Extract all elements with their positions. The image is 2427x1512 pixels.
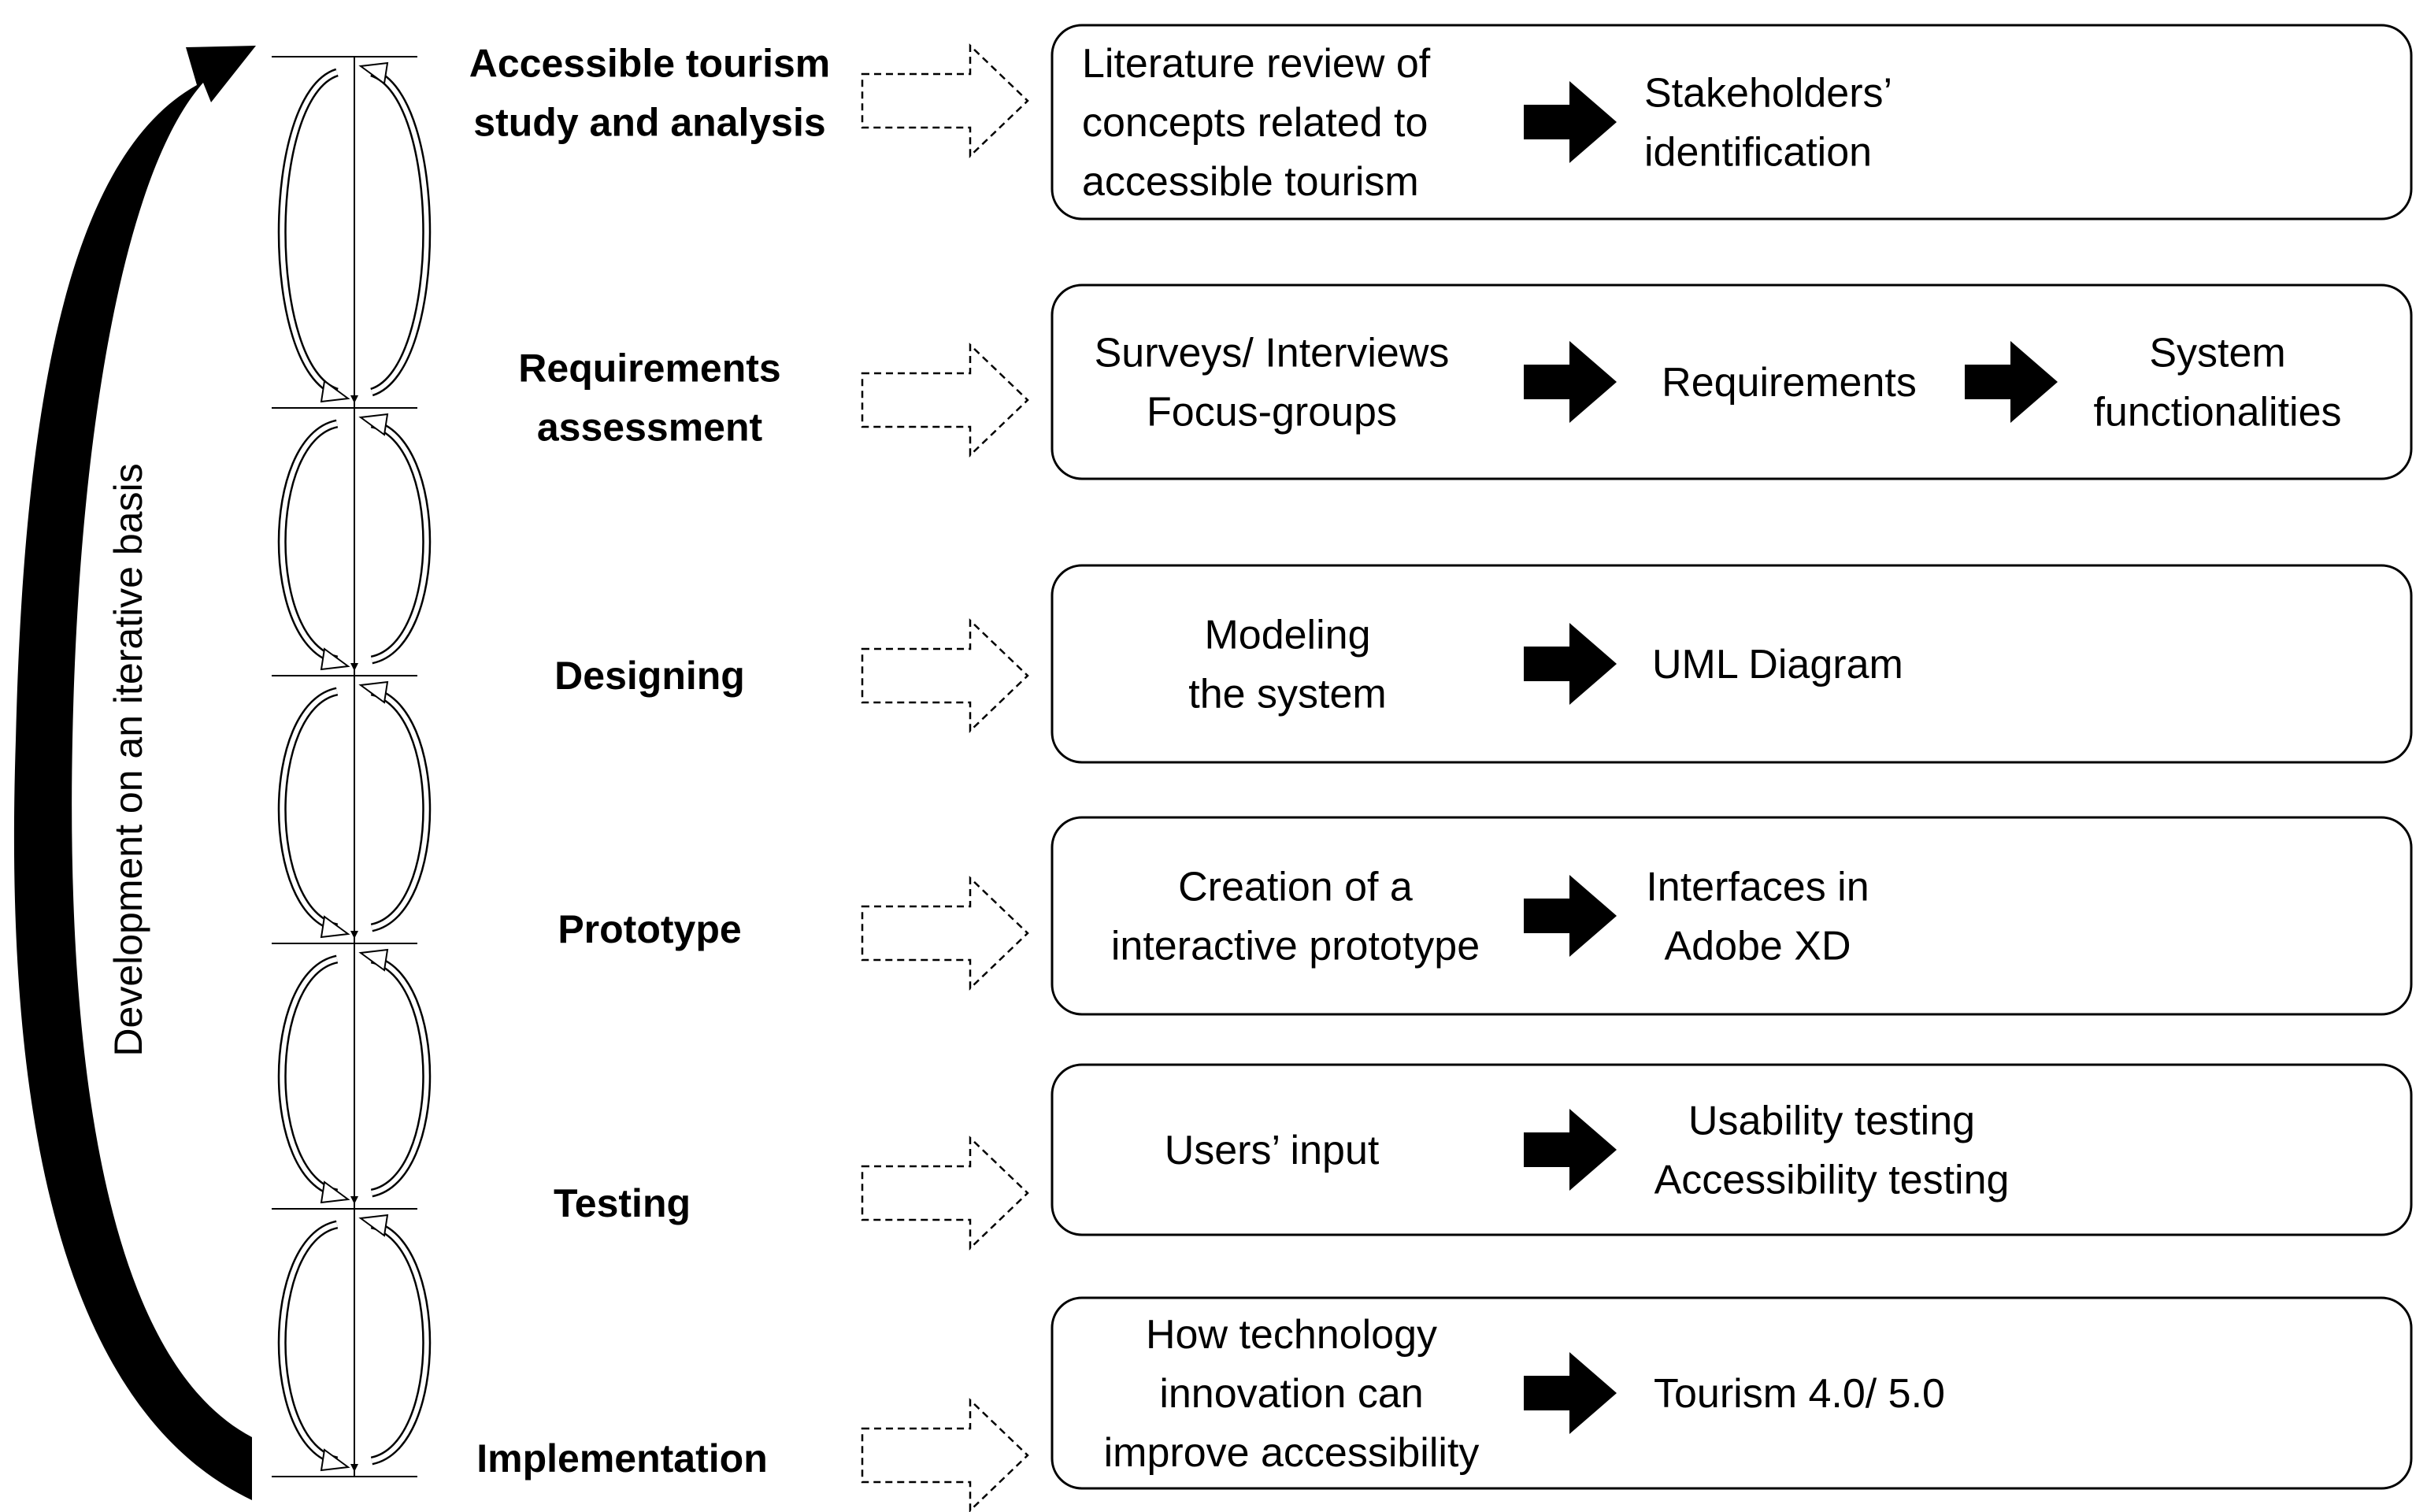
box-text: improve accessibility xyxy=(1104,1430,1480,1476)
stage-label: assessment xyxy=(537,406,763,450)
dashed-flow-arrow xyxy=(861,618,1029,733)
stage-box: Creation of a interactive prototype Interf… xyxy=(1050,816,2413,1016)
box-text: accessible tourism xyxy=(1082,159,1419,205)
stage-box-frame xyxy=(1050,284,2413,480)
box-text: Focus-groups xyxy=(1147,390,1397,435)
dashed-flow-arrow xyxy=(861,43,1029,158)
dashed-flow-arrow xyxy=(861,343,1029,458)
box-text: Creation of a xyxy=(1178,865,1413,910)
stage-label: Testing xyxy=(554,1181,691,1225)
box-text: innovation can xyxy=(1159,1371,1423,1417)
stage-label: Prototype xyxy=(558,907,741,951)
box-text: identification xyxy=(1644,130,1872,176)
box-text: Accessibility testing xyxy=(1654,1158,2010,1203)
box-text: UML Diagram xyxy=(1652,642,1903,687)
iteration-curved-arrow xyxy=(13,46,256,1500)
solid-flow-arrow xyxy=(1965,341,2058,423)
iteration-loop xyxy=(277,1214,432,1472)
stage-label: Requirements xyxy=(518,346,780,391)
solid-flow-arrow xyxy=(1524,81,1617,163)
box-text: functionalities xyxy=(2093,390,2341,435)
stage-box-frame xyxy=(1050,24,2413,220)
box-text: Usability testing xyxy=(1688,1099,1975,1144)
solid-flow-arrow xyxy=(1524,1352,1617,1434)
box-text: Adobe XD xyxy=(1664,924,1851,969)
iteration-loop xyxy=(277,413,432,671)
stage-box-frame xyxy=(1050,1296,2413,1490)
stage-label: Implementation xyxy=(476,1436,767,1480)
box-text: concepts related to xyxy=(1082,100,1428,146)
iteration-loop xyxy=(277,948,432,1204)
box-text: Interfaces in xyxy=(1646,865,1869,910)
box-text: Users’ input xyxy=(1165,1128,1380,1173)
box-text: Literature review of xyxy=(1082,41,1431,87)
box-text: System xyxy=(2149,331,2285,376)
box-text: How technology xyxy=(1146,1312,1437,1358)
box-text: Requirements xyxy=(1662,360,1917,406)
solid-flow-arrow xyxy=(1524,623,1617,705)
solid-flow-arrow xyxy=(1524,341,1617,423)
stage-label: Accessible tourism xyxy=(469,42,831,86)
stage-box-frame xyxy=(1050,816,2413,1016)
stage-box: Literature review of concepts related to a… xyxy=(1050,24,2413,220)
stage-box: How technology innovation can improve acce… xyxy=(1050,1296,2413,1490)
box-text: Stakeholders’ xyxy=(1644,71,1892,117)
side-label: Development on an iterative basis xyxy=(106,463,150,1056)
solid-flow-arrow xyxy=(1524,875,1617,957)
box-text: Modeling xyxy=(1204,613,1370,658)
iteration-loop xyxy=(277,680,432,939)
stage-label: study and analysis xyxy=(473,101,825,145)
stage-box: Modeling the system UML Diagram xyxy=(1050,564,2413,764)
stage-label: Designing xyxy=(554,654,745,698)
dashed-flow-arrow xyxy=(861,1398,1029,1512)
iteration-loop xyxy=(277,61,432,403)
solid-flow-arrow xyxy=(1524,1109,1617,1191)
dashed-flow-arrow xyxy=(861,876,1029,991)
box-text: Surveys/ Interviews xyxy=(1095,331,1450,376)
dashed-flow-arrow xyxy=(861,1136,1029,1251)
stage-box-frame xyxy=(1050,564,2413,764)
box-text: the system xyxy=(1188,672,1386,717)
box-text: interactive prototype xyxy=(1111,924,1480,969)
box-text: Tourism 4.0/ 5.0 xyxy=(1654,1371,1945,1417)
stage-box: Users’ input Usability testingAccessibili… xyxy=(1050,1063,2413,1236)
stage-box-frame xyxy=(1050,1063,2413,1236)
